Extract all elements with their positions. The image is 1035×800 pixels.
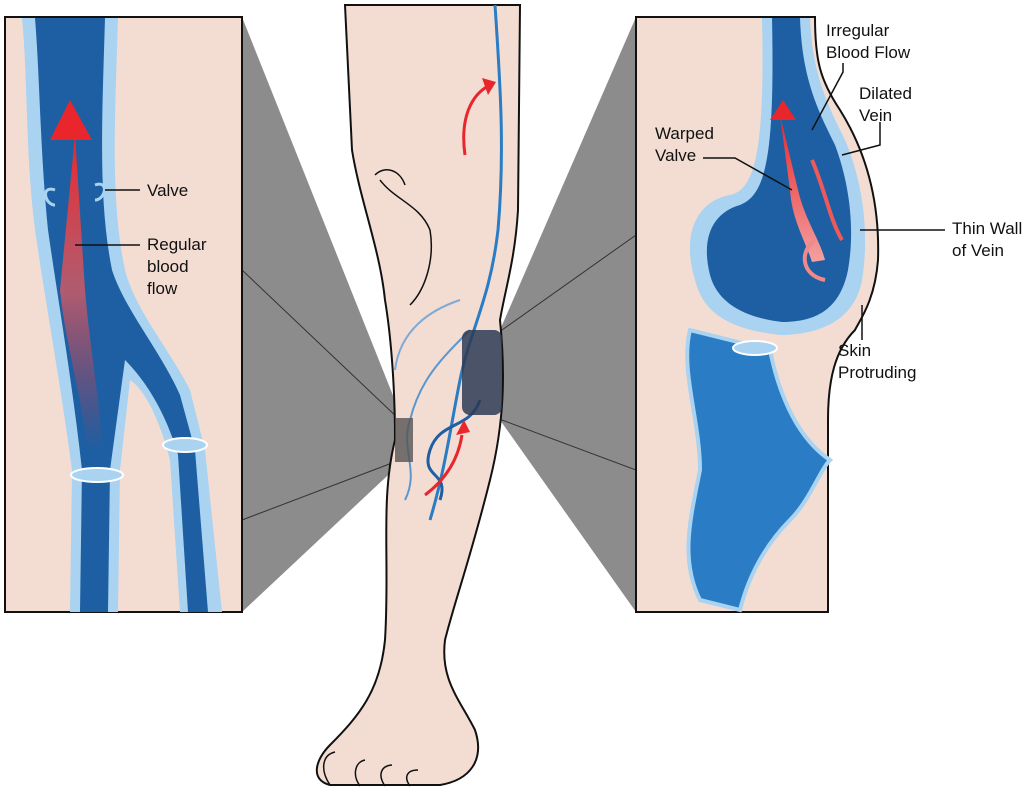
zoom-cone-left (241, 17, 402, 612)
leg-illustration (315, 4, 522, 787)
label-skin-protruding-2: Protruding (838, 363, 916, 382)
label-regular-flow-2: blood (147, 257, 189, 276)
label-regular-flow-1: Regular (147, 235, 207, 254)
label-thin-wall-1: Thin Wall (952, 219, 1022, 238)
label-irregular-flow-1: Irregular (826, 21, 890, 40)
varicose-patch (462, 330, 502, 415)
label-warped-valve-1: Warped (655, 124, 714, 143)
left-panel-healthy-vein: Valve Regular blood flow (4, 16, 243, 613)
label-regular-flow-3: flow (147, 279, 178, 298)
zoom-cone-right (500, 17, 637, 612)
flow-arrow (462, 83, 491, 156)
label-thin-wall-2: of Vein (952, 241, 1004, 260)
label-valve: Valve (147, 181, 188, 200)
label-irregular-flow-2: Blood Flow (826, 43, 911, 62)
right-panel-varicose-vein: Irregular Blood Flow Dilated Vein Warped… (635, 16, 1022, 613)
label-warped-valve-2: Valve (655, 146, 696, 165)
healthy-patch (395, 418, 413, 462)
label-dilated-vein-1: Dilated (859, 84, 912, 103)
flow-arrow (424, 434, 464, 497)
label-skin-protruding-1: Skin (838, 341, 871, 360)
label-dilated-vein-2: Vein (859, 106, 892, 125)
